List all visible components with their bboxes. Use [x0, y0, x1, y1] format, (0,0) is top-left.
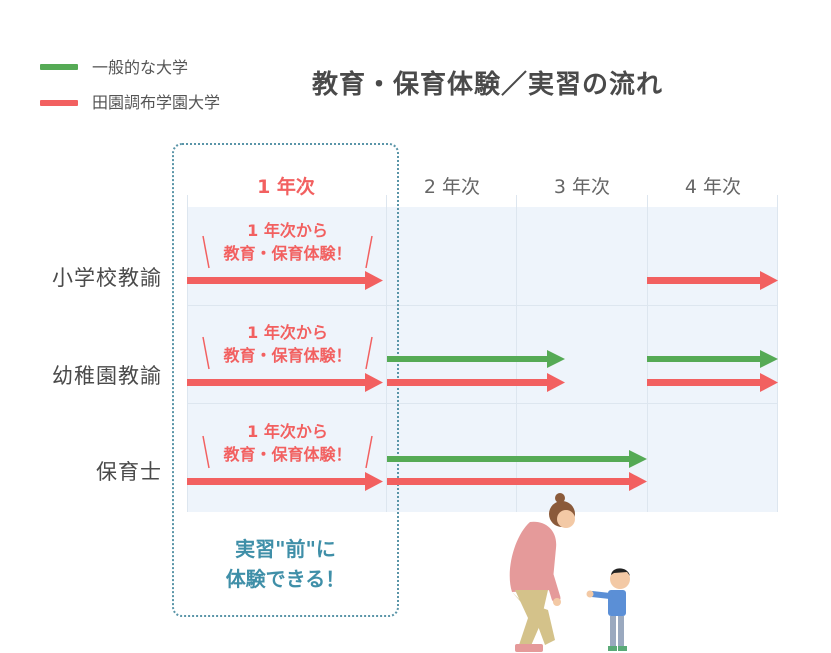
arrow-denen — [647, 373, 778, 392]
grid-divider — [386, 195, 387, 512]
arrow-denen — [387, 472, 647, 491]
arrow-denen — [187, 373, 383, 392]
arrow-general — [387, 450, 647, 468]
arrow-general — [387, 350, 565, 368]
arrow-general — [647, 350, 778, 368]
year-header-4: 4 年次 — [684, 176, 742, 198]
year-header-1: 1 年次 — [257, 176, 315, 198]
row-divider — [187, 403, 778, 404]
callout-line2: 教育・保育体験！ — [223, 445, 352, 464]
bottom-note: 実習"前"に 体験できる！ — [172, 534, 399, 594]
diagram-title: 教育・保育体験／実習の流れ — [312, 70, 664, 100]
arrow-denen — [387, 373, 565, 392]
grid-divider — [516, 195, 517, 512]
grid-divider — [777, 195, 778, 512]
legend-label-denen: 田園調布学園大学 — [92, 93, 221, 112]
year-header-2: 2 年次 — [423, 176, 481, 198]
callout-kindergarten: 1 年次から 教育・保育体験！ — [195, 321, 380, 367]
callout-line1: 1 年次から — [247, 221, 328, 240]
teacher-illustration — [509, 493, 575, 652]
legend-line-general — [40, 64, 78, 70]
bottom-note-line1: 実習"前"に — [235, 537, 336, 561]
callout-elementary: 1 年次から 教育・保育体験！ — [195, 219, 380, 265]
callout-line1: 1 年次から — [247, 422, 328, 441]
bottom-note-line2: 体験できる！ — [225, 567, 346, 591]
row-divider — [187, 305, 778, 306]
row-label-kindergarten: 幼稚園教諭 — [52, 364, 162, 388]
grid-divider — [187, 195, 188, 512]
arrow-denen — [187, 472, 383, 491]
legend-line-denen — [40, 100, 78, 106]
year-header-3: 3 年次 — [553, 176, 611, 198]
child-illustration — [586, 568, 630, 651]
grid-divider — [647, 195, 648, 512]
callout-emphasis-marks — [202, 235, 373, 469]
row-label-elementary: 小学校教諭 — [52, 266, 162, 290]
callout-line1: 1 年次から — [247, 323, 328, 342]
callout-line2: 教育・保育体験！ — [223, 346, 352, 365]
arrow-denen — [187, 271, 383, 290]
legend-label-general: 一般的な大学 — [92, 58, 189, 77]
callout-line2: 教育・保育体験！ — [223, 244, 352, 263]
row-label-nursery: 保育士 — [96, 460, 162, 484]
callout-nursery: 1 年次から 教育・保育体験！ — [195, 420, 380, 466]
arrow-denen — [647, 271, 778, 290]
